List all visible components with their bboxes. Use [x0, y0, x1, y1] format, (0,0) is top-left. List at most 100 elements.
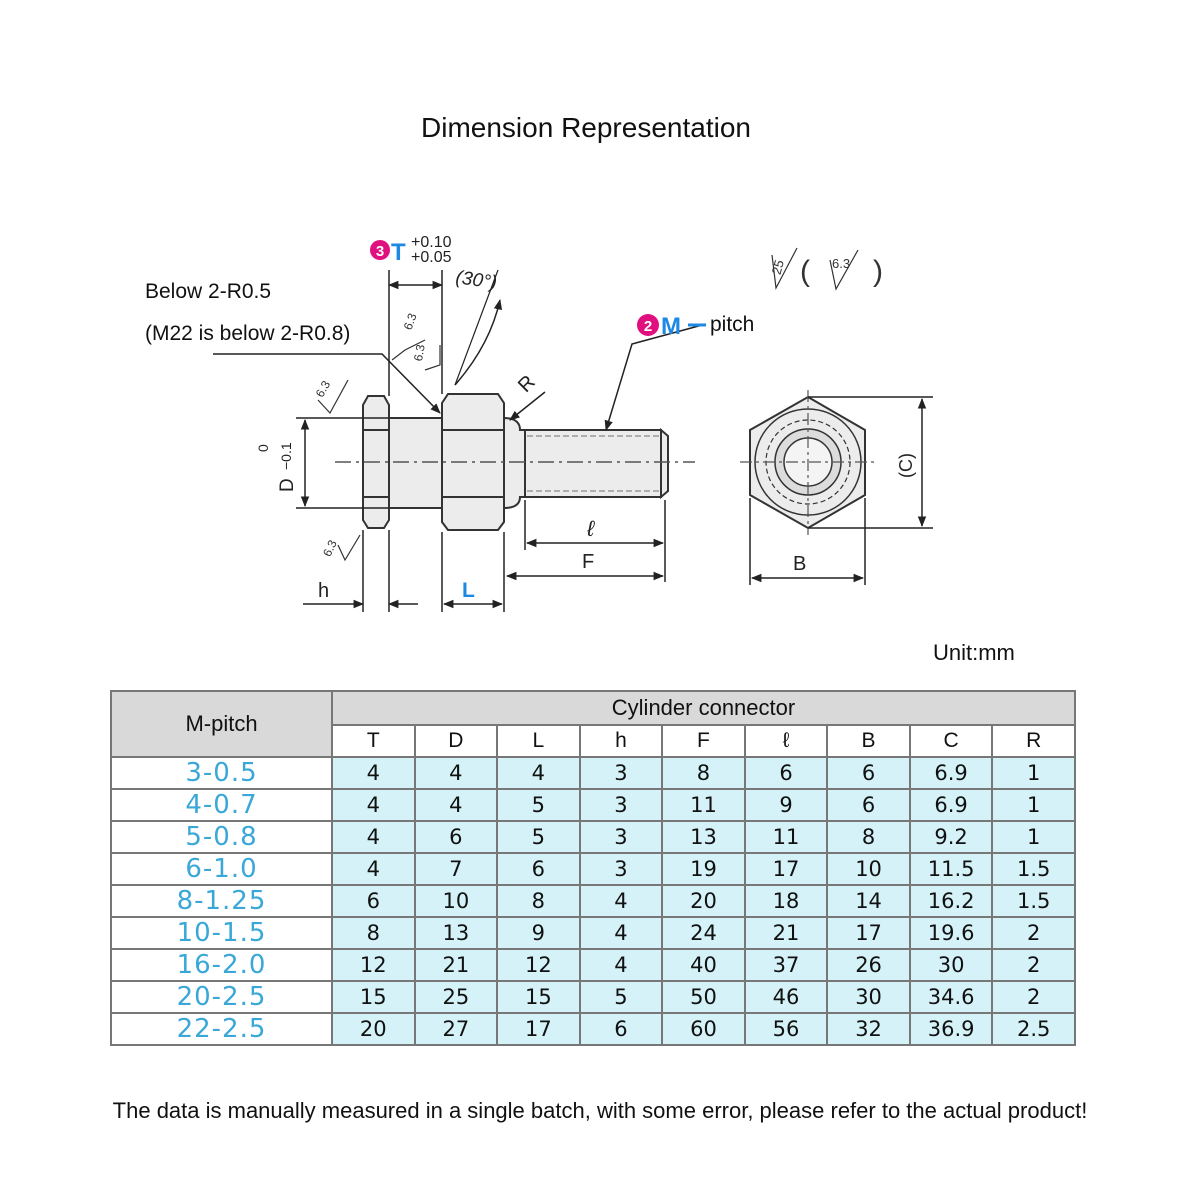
value-cell: 2.5: [991, 1012, 1076, 1046]
value-cell: 8: [826, 820, 911, 854]
value-cell: 8: [661, 756, 746, 790]
b-dimension: [749, 498, 866, 585]
value-cell: 21: [413, 948, 499, 982]
value-cell: 14: [826, 884, 911, 918]
d-label: D: [277, 478, 298, 492]
f-label: F: [582, 551, 594, 573]
mpitch-cell: 5-0.8: [110, 820, 333, 854]
t-tol-upper: +0.10: [411, 234, 452, 251]
value-cell: 56: [743, 1012, 829, 1046]
c-label: (C): [896, 453, 916, 478]
f-dimension: [505, 500, 666, 582]
mpitch-cell: 20-2.5: [110, 980, 333, 1014]
value-cell: 6: [413, 820, 499, 854]
roughness-63-d: 6.3: [411, 343, 428, 362]
value-cell: 4: [331, 756, 416, 790]
value-cell: 37: [743, 948, 829, 982]
value-cell: 2: [991, 980, 1076, 1014]
value-cell: 4: [578, 916, 664, 950]
value-cell: 5: [496, 788, 581, 822]
d-dimension: [296, 417, 389, 509]
value-cell: 17: [743, 852, 829, 886]
t-dimension: [387, 269, 503, 396]
mpitch-cell: 8-1.25: [110, 884, 333, 918]
value-cell: 6: [743, 756, 829, 790]
value-cell: 34.6: [908, 980, 994, 1014]
value-cell: 2: [991, 948, 1076, 982]
m22-radius-note: (M22 is below 2-R0.8): [145, 322, 351, 345]
value-cell: 12: [331, 948, 416, 982]
value-cell: 5: [496, 820, 581, 854]
value-cell: 11.5: [908, 852, 994, 886]
value-cell: 1.5: [991, 852, 1076, 886]
bracket-open: (: [800, 255, 810, 288]
m-index-badge: [637, 314, 659, 336]
value-cell: 30: [908, 948, 994, 982]
value-cell: 2: [991, 916, 1076, 950]
value-cell: 21: [743, 916, 829, 950]
technical-drawing: 3 T +0.10 +0.05 (30°) R 2 M pitch 6.3 6.…: [213, 234, 933, 612]
mpitch-cell: 22-2.5: [110, 1012, 333, 1046]
pitch-leader: [604, 323, 707, 432]
t-tol-lower: +0.05: [411, 249, 452, 266]
value-cell: 4: [578, 884, 664, 918]
value-cell: 6: [578, 1012, 664, 1046]
unit-label: Unit:mm: [933, 640, 1015, 665]
value-cell: 20: [331, 1012, 416, 1046]
value-cell: 17: [826, 916, 911, 950]
column-header: ℓ: [743, 724, 829, 758]
value-cell: 3: [578, 852, 664, 886]
value-cell: 4: [496, 756, 581, 790]
value-cell: 8: [496, 884, 581, 918]
b-label: B: [793, 553, 806, 575]
value-cell: 6: [331, 884, 416, 918]
h-dimension: [303, 530, 418, 612]
value-cell: 8: [331, 916, 416, 950]
column-header: C: [908, 724, 994, 758]
value-cell: 24: [661, 916, 746, 950]
value-cell: 1.5: [991, 884, 1076, 918]
value-cell: 7: [413, 852, 499, 886]
value-cell: 3: [578, 788, 664, 822]
roughness-63-e: 6.3: [832, 256, 850, 271]
l-label: L: [462, 579, 475, 602]
value-cell: 4: [413, 788, 499, 822]
roughness-63-c: 6.3: [401, 311, 420, 332]
column-header: L: [496, 724, 581, 758]
connector-front-view: [740, 390, 878, 535]
value-cell: 9: [743, 788, 829, 822]
value-cell: 9.2: [908, 820, 994, 854]
column-header: B: [826, 724, 911, 758]
value-cell: 3: [578, 820, 664, 854]
m-index-number: 2: [644, 318, 652, 335]
value-cell: 27: [413, 1012, 499, 1046]
value-cell: 19: [661, 852, 746, 886]
value-cell: 13: [413, 916, 499, 950]
mpitch-header: M-pitch: [110, 690, 333, 758]
value-cell: 10: [413, 884, 499, 918]
column-header: T: [331, 724, 416, 758]
ell-label: ℓ: [586, 516, 595, 541]
t-index-badge: [370, 240, 390, 260]
mpitch-cell: 6-1.0: [110, 852, 333, 886]
value-cell: 32: [826, 1012, 911, 1046]
column-header: R: [991, 724, 1076, 758]
group-header: Cylinder connector: [331, 690, 1076, 726]
value-cell: 4: [331, 820, 416, 854]
value-cell: 60: [661, 1012, 746, 1046]
connector-side-view: [362, 393, 669, 531]
value-cell: 13: [661, 820, 746, 854]
l-dimension: [441, 532, 505, 612]
value-cell: 6: [496, 852, 581, 886]
value-cell: 6.9: [908, 756, 994, 790]
disclaimer: The data is manually measured in a singl…: [112, 1098, 1088, 1123]
value-cell: 40: [661, 948, 746, 982]
